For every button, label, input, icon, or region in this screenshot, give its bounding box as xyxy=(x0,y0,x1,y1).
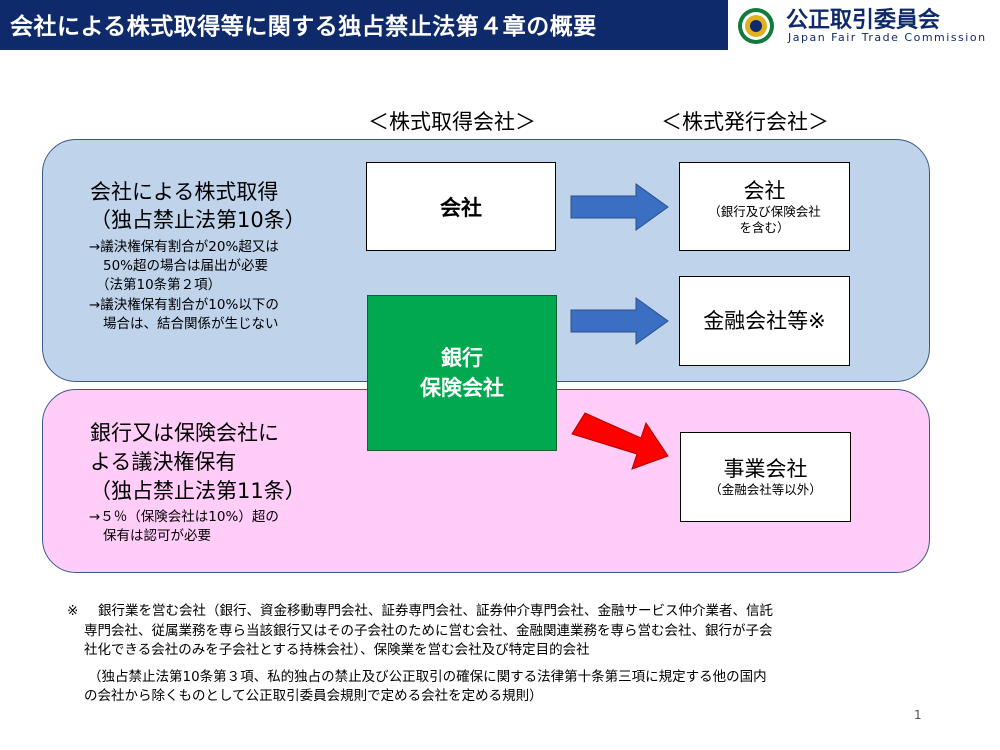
company-section-title-2: （独占禁止法第10条） xyxy=(90,208,306,232)
target-business-box: 事業会社 （金融会社等以外） xyxy=(680,432,851,522)
bank-section-title-3: （独占禁止法第11条） xyxy=(90,479,306,503)
company-section-note-3: （法第10条第２項） xyxy=(96,277,222,293)
footnote-line-5: の会社から除くものとして公正取引委員会規則で定める会社を定める規則） xyxy=(84,688,543,704)
footnote-line-2: 専門会社、従属業務を専ら当該銀行又はその子会社のために営む会社、金融関連業務を専… xyxy=(84,623,773,639)
bank-insurance-box: 銀行 保険会社 xyxy=(367,295,557,451)
target-financial-label: 金融会社等※ xyxy=(703,309,826,333)
footnote-mark: ※ xyxy=(67,603,79,619)
footnote-line-1: 銀行業を営む会社（銀行、資金移動専門会社、証券専門会社、証券仲介専門会社、金融サ… xyxy=(98,603,773,619)
target-company-sub-1: （銀行及び保険会社 xyxy=(708,203,821,219)
bank-section-note-1: →５％（保険会社は10%）超の xyxy=(89,509,279,525)
target-company-box: 会社 （銀行及び保険会社 を含む） xyxy=(679,162,850,251)
company-section-note-4: →議決権保有割合が10%以下の xyxy=(89,297,279,313)
target-company-label: 会社 xyxy=(743,178,786,203)
arrow-bank-to-business-icon xyxy=(571,412,669,470)
page-title: 会社による株式取得等に関する独占禁止法第４章の概要 xyxy=(10,14,597,40)
target-financial-box: 金融会社等※ xyxy=(679,276,850,366)
org-name-en: Japan Fair Trade Commission xyxy=(788,31,987,44)
jftc-emblem-icon xyxy=(738,8,774,44)
title-bar: 会社による株式取得等に関する独占禁止法第４章の概要 xyxy=(0,0,728,50)
insurance-label: 保険会社 xyxy=(420,376,504,400)
acquirer-company-box: 会社 xyxy=(366,162,556,251)
target-company-sub-2: を含む） xyxy=(739,219,790,235)
bank-label: 銀行 xyxy=(441,346,483,370)
target-business-label: 事業会社 xyxy=(723,457,808,481)
column-header-acquirer: ＜株式取得会社＞ xyxy=(368,110,536,134)
company-section-note-5: 場合は、結合関係が生じない xyxy=(103,316,279,332)
bank-section-title-2: よる議決権保有 xyxy=(90,450,237,474)
target-business-sub: （金融会社等以外） xyxy=(709,482,822,497)
company-section-title-1: 会社による株式取得 xyxy=(90,180,279,204)
column-header-issuer: ＜株式発行会社＞ xyxy=(661,110,829,134)
org-logo: 公正取引委員会 Japan Fair Trade Commission xyxy=(736,2,1000,50)
org-name: 公正取引委員会 xyxy=(786,8,941,33)
company-section-note-1: →議決権保有割合が20%超又は xyxy=(89,239,279,255)
company-section-note-2: 50%超の場合は届出が必要 xyxy=(103,258,269,274)
arrow-bank-to-financial-icon xyxy=(570,297,669,345)
arrow-company-to-company-icon xyxy=(570,183,669,231)
bank-section-title-1: 銀行又は保険会社に xyxy=(90,421,279,445)
footnote-line-3: 社化できる会社のみを子会社とする持株会社）、保険業を営む会社及び特定目的会社 xyxy=(84,642,590,658)
bank-section-note-2: 保有は認可が必要 xyxy=(103,528,211,544)
acquirer-company-label: 会社 xyxy=(440,195,482,220)
footnote-line-4: （独占禁止法第10条第３項、私的独占の禁止及び公正取引の確保に関する法律第十条第… xyxy=(88,669,767,685)
page-number: 1 xyxy=(914,708,922,722)
